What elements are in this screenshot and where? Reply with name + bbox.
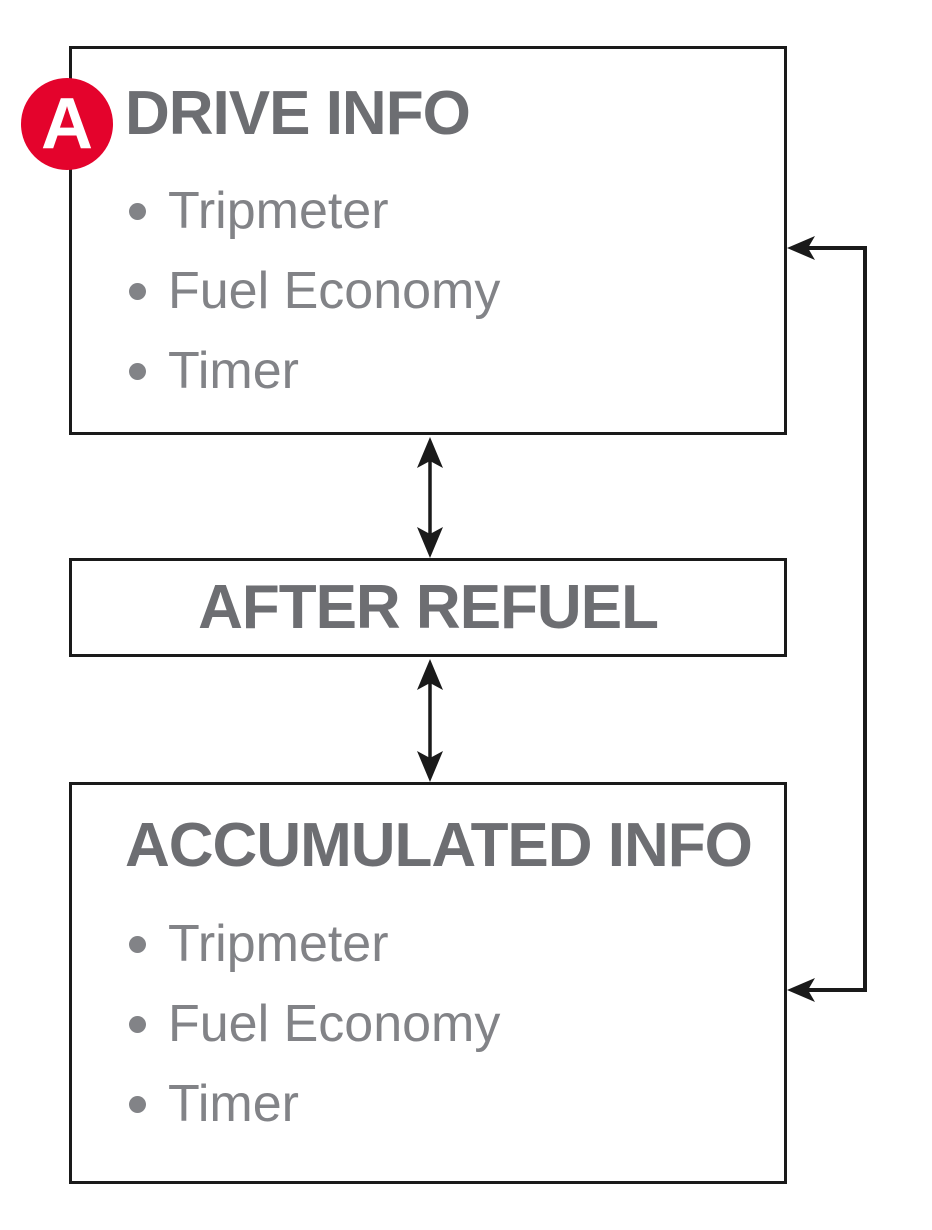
bullet-dot <box>129 362 146 380</box>
drive-info-title: DRIVE INFO <box>125 79 471 148</box>
after-refuel-label: AFTER REFUEL <box>198 572 659 642</box>
list-item-label: Tripmeter <box>168 915 389 973</box>
bullet-dot <box>129 1095 146 1113</box>
list-item: Tripmeter <box>129 904 500 984</box>
accumulated-info-box: ACCUMULATED INFO Tripmeter Fuel Economy … <box>69 782 787 1184</box>
double-arrow-bottom <box>411 658 449 783</box>
list-item-label: Tripmeter <box>168 182 389 240</box>
list-item-label: Timer <box>168 342 299 400</box>
after-refuel-box: AFTER REFUEL <box>69 558 787 657</box>
list-item: Timer <box>129 331 500 411</box>
list-item-label: Timer <box>168 1075 299 1133</box>
bullet-dot <box>129 202 146 220</box>
bullet-dot <box>129 935 146 953</box>
list-item: Fuel Economy <box>129 984 500 1064</box>
list-item-label: Fuel Economy <box>168 995 501 1053</box>
bullet-dot <box>129 282 146 300</box>
bullet-dot <box>129 1015 146 1033</box>
accumulated-info-title: ACCUMULATED INFO <box>125 811 753 880</box>
cycle-loop-arrow <box>784 234 884 1004</box>
callout-a-badge: A <box>21 78 113 170</box>
list-item-label: Fuel Economy <box>168 262 501 320</box>
drive-info-box: DRIVE INFO Tripmeter Fuel Economy Timer <box>69 46 787 435</box>
callout-a-label: A <box>41 84 93 164</box>
double-arrow-top <box>411 436 449 559</box>
list-item: Timer <box>129 1064 500 1144</box>
drive-info-list: Tripmeter Fuel Economy Timer <box>129 171 500 411</box>
list-item: Tripmeter <box>129 171 500 251</box>
accumulated-info-list: Tripmeter Fuel Economy Timer <box>129 904 500 1144</box>
list-item: Fuel Economy <box>129 251 500 331</box>
